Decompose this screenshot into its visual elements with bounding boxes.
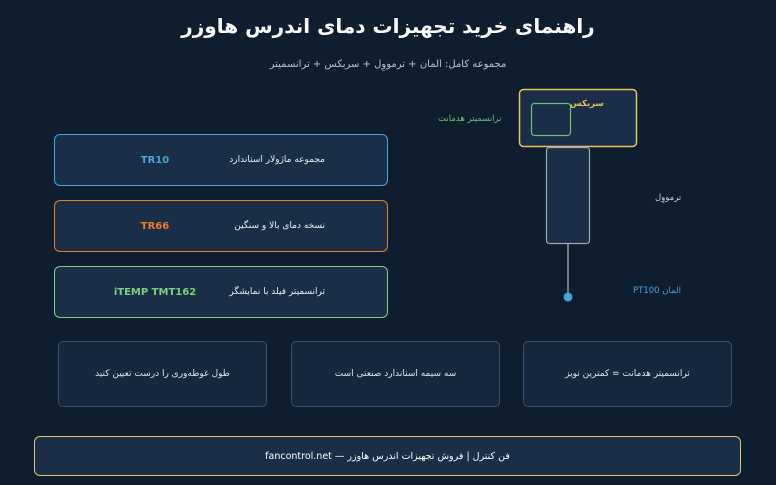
tip-text: سه سیمه استاندارد صنعتی است xyxy=(334,369,457,379)
head-label: سربکس xyxy=(570,99,604,109)
tip-card: ترانسمیتر هدمانت = کمترین نویز xyxy=(523,341,732,407)
tip-text: ترانسمیتر هدمانت = کمترین نویز xyxy=(565,369,690,379)
thermowell xyxy=(545,146,591,245)
model-card-tr10: TR10 مجموعه ماژولار استاندارد xyxy=(54,134,388,186)
thermowell-label: ترمووِل xyxy=(655,193,682,203)
pt100-element xyxy=(563,292,573,302)
head-transmitter xyxy=(530,102,572,137)
model-code: iTEMP TMT162 xyxy=(113,286,197,298)
model-code: TR66 xyxy=(140,220,170,232)
model-description: مجموعه ماژولار استاندارد xyxy=(229,155,325,165)
footer-text: فن کنترل | فروش تجهیزات اندرس هاوزر — fa… xyxy=(265,450,510,462)
page-subtitle: مجموعه کامل: المان + ترمووِل + سربکس + ت… xyxy=(269,59,507,70)
page-title: راهنمای خرید تجهیزات دمای اندرس هاوزر xyxy=(181,14,595,38)
tip-text: طول غوطه‌وری را درست تعیین کنید xyxy=(95,369,230,379)
model-card-tr66: TR66 نسخه دمای بالا و سنگین xyxy=(54,200,388,252)
model-card-tmt162: iTEMP TMT162 ترانسمیتر فیلد با نمایشگر xyxy=(54,266,388,318)
head-transmitter-label: ترانسمیتر هدمانت xyxy=(438,114,502,124)
tip-card: سه سیمه استاندارد صنعتی است xyxy=(291,341,500,407)
model-description: ترانسمیتر فیلد با نمایشگر xyxy=(229,287,325,297)
element-label: المان PT100 xyxy=(633,286,681,296)
footer-banner: فن کنترل | فروش تجهیزات اندرس هاوزر — fa… xyxy=(34,436,741,476)
model-code: TR10 xyxy=(140,154,170,166)
model-description: نسخه دمای بالا و سنگین xyxy=(234,221,325,231)
tip-card: طول غوطه‌وری را درست تعیین کنید xyxy=(58,341,267,407)
